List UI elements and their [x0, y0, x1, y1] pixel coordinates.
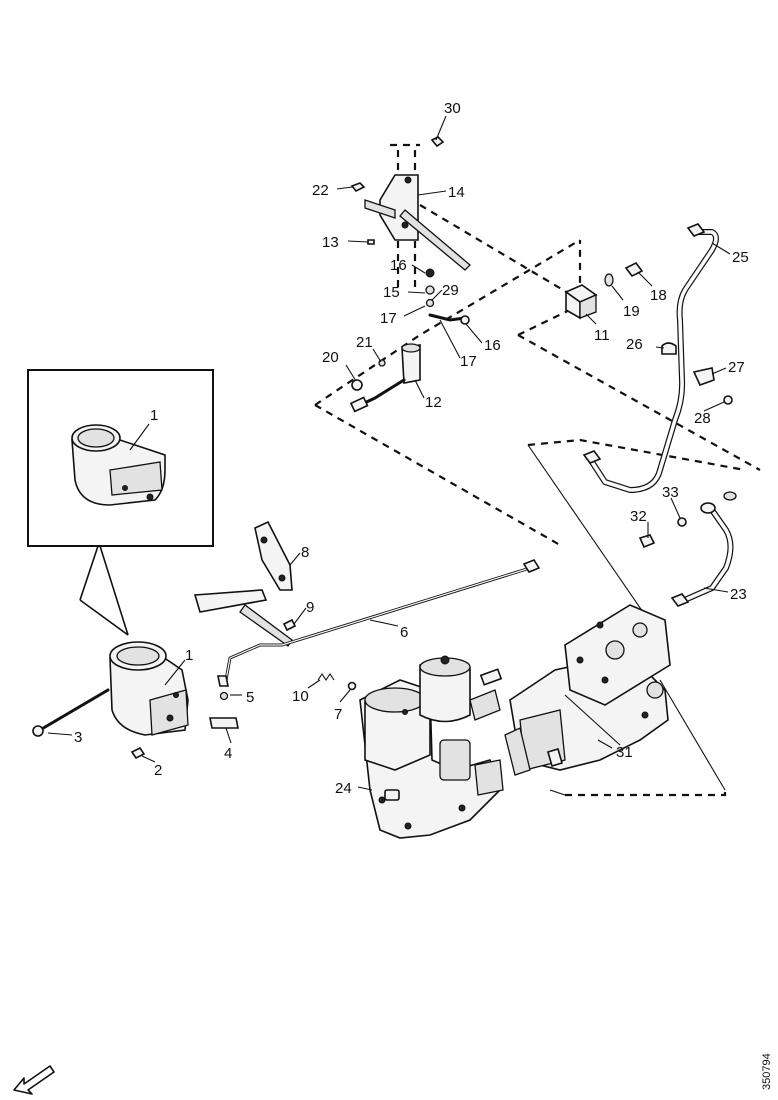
callout-8: 8 — [301, 544, 309, 561]
callout-16-lower: 16 — [484, 337, 501, 354]
orientation-arrow-icon — [13, 1065, 55, 1095]
pipe-6 — [224, 559, 541, 682]
callout-30: 30 — [444, 100, 461, 117]
leader-lines — [47, 115, 731, 791]
filter-housing — [359, 655, 504, 839]
sensor-4 — [209, 675, 239, 729]
figure-reference-number: 350794 — [761, 1053, 773, 1090]
callout-10: 10 — [292, 688, 309, 705]
callout-17-upper: 17 — [380, 310, 397, 327]
callout-31: 31 — [616, 744, 633, 761]
callout-28: 28 — [694, 410, 711, 427]
callout-21: 21 — [356, 334, 373, 351]
callout-7: 7 — [334, 706, 342, 723]
callout-18: 18 — [650, 287, 667, 304]
callout-32: 32 — [630, 508, 647, 525]
upper-bracket — [350, 136, 471, 271]
callout-22: 22 — [312, 182, 329, 199]
callout-labels: 30 22 14 13 16 15 29 17 16 17 21 20 12 1… — [74, 100, 749, 797]
callout-20: 20 — [322, 349, 339, 366]
inset-detail-box — [27, 369, 214, 636]
guide-lines — [527, 444, 726, 796]
callout-33: 33 — [662, 484, 679, 501]
pipe-23 — [638, 491, 737, 607]
callout-3: 3 — [74, 729, 82, 746]
callout-1-main: 1 — [185, 647, 193, 664]
callout-15: 15 — [383, 284, 400, 301]
callout-4: 4 — [224, 745, 232, 762]
connector-block — [564, 261, 644, 320]
callout-14: 14 — [448, 184, 465, 201]
callout-9: 9 — [306, 599, 314, 616]
callout-1-inset: 1 — [150, 407, 158, 424]
sensor-assembly — [349, 268, 470, 413]
spring-10 — [317, 673, 357, 691]
callout-12: 12 — [425, 394, 442, 411]
callout-26: 26 — [626, 336, 643, 353]
callout-16-upper: 16 — [390, 257, 407, 274]
callout-5: 5 — [246, 689, 254, 706]
pipe-25 — [582, 223, 719, 493]
callout-13: 13 — [322, 234, 339, 251]
callout-6: 6 — [400, 624, 408, 641]
callout-2: 2 — [154, 762, 162, 779]
callout-19: 19 — [623, 303, 640, 320]
callout-17-lower: 17 — [460, 353, 477, 370]
callout-29: 29 — [442, 282, 459, 299]
throttle-body — [32, 641, 189, 760]
callout-24: 24 — [335, 780, 352, 797]
throttle-body-inset — [71, 424, 166, 506]
callout-11: 11 — [594, 327, 610, 344]
callout-25: 25 — [732, 249, 749, 266]
callout-27: 27 — [728, 359, 745, 376]
pipe-clamp — [661, 342, 733, 405]
injection-pump — [504, 604, 671, 776]
callout-23: 23 — [730, 586, 747, 603]
bracket-8 — [193, 520, 297, 647]
